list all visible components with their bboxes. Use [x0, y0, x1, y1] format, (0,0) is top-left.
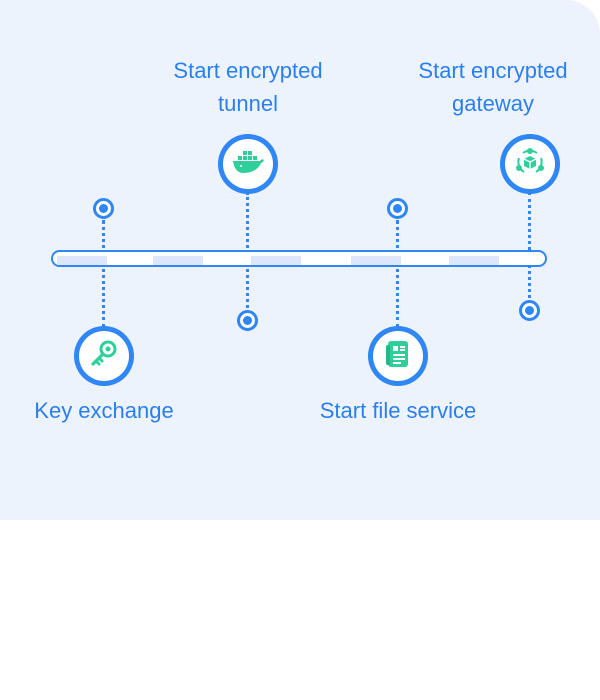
step-label-encrypted-gateway: Start encrypted gateway — [418, 58, 568, 116]
step-label-encrypted-tunnel: Start encrypted tunnel — [173, 58, 323, 116]
timeline-dot — [93, 198, 114, 219]
step-badge-file-service — [368, 326, 428, 386]
timeline-dot — [519, 300, 540, 321]
timeline-dot — [237, 310, 258, 331]
document-icon — [384, 339, 412, 374]
step-label-file-service: Start file service — [319, 398, 477, 423]
track-segment — [153, 256, 203, 265]
step-badge-encrypted-tunnel — [218, 134, 278, 194]
connector-line — [396, 220, 399, 328]
track-segment — [57, 256, 107, 265]
step-label-key-exchange: Key exchange — [34, 398, 174, 423]
track-segment — [351, 256, 401, 265]
connector-line — [528, 192, 531, 298]
gateway-network-icon — [514, 146, 546, 183]
step-badge-key-exchange — [74, 326, 134, 386]
timeline-track — [51, 250, 547, 267]
track-segment — [251, 256, 301, 265]
track-segment — [449, 256, 499, 265]
container-whale-icon — [231, 149, 265, 180]
step-badge-encrypted-gateway — [500, 134, 560, 194]
connector-line — [102, 220, 105, 328]
key-icon — [89, 339, 119, 374]
timeline-dot — [387, 198, 408, 219]
timeline-panel: Start encrypted tunnel Start encrypted g… — [0, 0, 600, 520]
